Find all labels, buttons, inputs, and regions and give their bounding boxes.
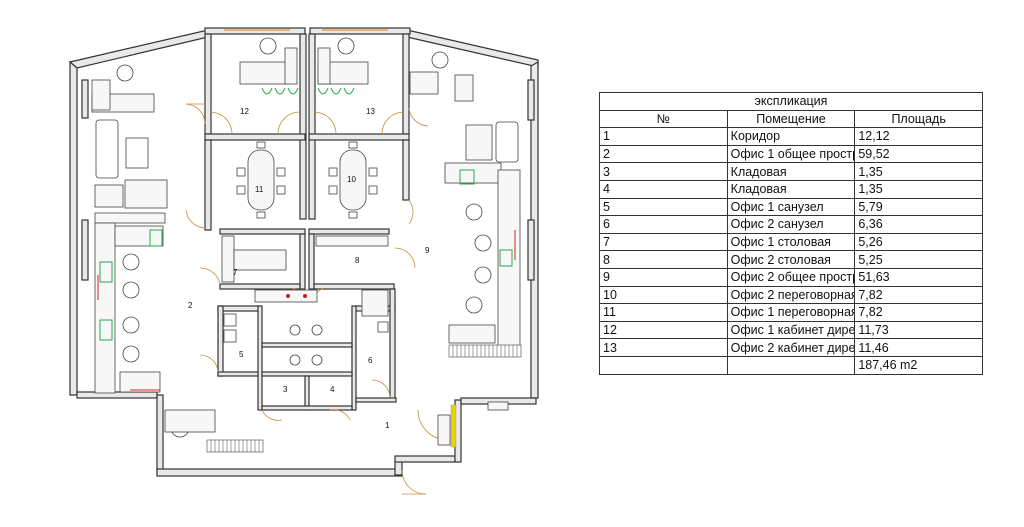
outer-walls <box>68 27 539 477</box>
room-label-10: 10 <box>347 175 356 184</box>
row-room: Кладовая <box>726 179 856 199</box>
table-header-row: № Помещение Площадь <box>599 109 983 129</box>
furniture-directors <box>239 37 474 102</box>
floor-plan-drawing: 1 2 3 4 5 6 7 8 9 10 11 12 13 <box>68 27 539 495</box>
room-label-12: 12 <box>240 107 249 116</box>
row-area: 5,26 <box>854 232 983 252</box>
header-number: № <box>599 109 728 129</box>
header-area: Площадь <box>854 109 983 129</box>
row-area: 11,73 <box>854 320 983 340</box>
row-number: 2 <box>599 144 728 164</box>
table-total-row: 187,46 m2 <box>599 355 983 375</box>
row-number: 5 <box>599 197 728 217</box>
row-area: 5,25 <box>854 250 983 269</box>
row-number: 10 <box>599 285 728 305</box>
table-title: экспликация <box>599 92 983 111</box>
row-area: 7,82 <box>854 303 983 322</box>
room-label-8: 8 <box>355 256 360 265</box>
room-label-9: 9 <box>425 246 430 255</box>
row-number: 3 <box>599 162 728 181</box>
row-number: 1 <box>599 127 728 146</box>
header-room: Помещение <box>726 109 856 129</box>
furniture-service <box>221 235 451 446</box>
total-empty-1 <box>599 355 728 375</box>
row-number: 8 <box>599 250 728 269</box>
row-area: 12,12 <box>854 127 983 146</box>
table-title-row: экспликация <box>599 92 983 111</box>
total-empty-2 <box>726 355 856 375</box>
room-label-2: 2 <box>188 301 193 310</box>
row-number: 12 <box>599 320 728 340</box>
room-label-5: 5 <box>239 350 244 359</box>
floor-plan: 1 2 3 4 5 6 7 8 9 10 11 12 13 <box>68 27 539 495</box>
row-area: 59,52 <box>854 144 983 164</box>
total-area: 187,46 m2 <box>854 355 983 375</box>
row-number: 13 <box>599 338 728 357</box>
row-room: Коридор <box>726 127 856 146</box>
furniture-office-1 <box>91 64 264 453</box>
row-room: Офис 1 общее пространство <box>726 144 856 164</box>
row-area: 6,36 <box>854 215 983 234</box>
row-number: 7 <box>599 232 728 252</box>
row-number: 6 <box>599 215 728 234</box>
row-area: 5,79 <box>854 197 983 217</box>
room-label-13: 13 <box>366 107 375 116</box>
row-room: Офис 2 санузел <box>726 215 856 234</box>
room-label-4: 4 <box>330 385 335 394</box>
row-area: 1,35 <box>854 162 983 181</box>
row-room: Офис 1 столовая <box>726 232 856 252</box>
row-room: Офис 1 кабинет директора <box>726 320 856 340</box>
row-area: 7,82 <box>854 285 983 305</box>
row-room: Офис 2 переговорная <box>726 285 856 305</box>
row-number: 4 <box>599 179 728 199</box>
row-room: Офис 2 столовая <box>726 250 856 269</box>
row-room: Офис 1 переговорная <box>726 303 856 322</box>
row-number: 9 <box>599 267 728 287</box>
room-label-6: 6 <box>368 356 373 365</box>
row-area: 1,35 <box>854 179 983 199</box>
row-area: 51,63 <box>854 267 983 287</box>
row-room: Офис 2 общее пространство <box>726 267 856 287</box>
room-labels: 1 2 3 4 5 6 7 8 9 10 11 12 13 <box>188 107 430 430</box>
room-label-11: 11 <box>255 185 264 194</box>
interior-walls <box>204 33 410 411</box>
row-area: 11,46 <box>854 338 983 357</box>
row-room: Офис 1 санузел <box>726 197 856 217</box>
row-room: Кладовая <box>726 162 856 181</box>
row-room: Офис 2 кабинет директора <box>726 338 856 357</box>
room-label-7: 7 <box>233 268 238 277</box>
furniture-office-2 <box>444 121 522 411</box>
room-label-3: 3 <box>283 385 288 394</box>
room-label-1: 1 <box>385 421 390 430</box>
row-number: 11 <box>599 303 728 322</box>
furniture-meeting-rooms <box>236 141 378 219</box>
